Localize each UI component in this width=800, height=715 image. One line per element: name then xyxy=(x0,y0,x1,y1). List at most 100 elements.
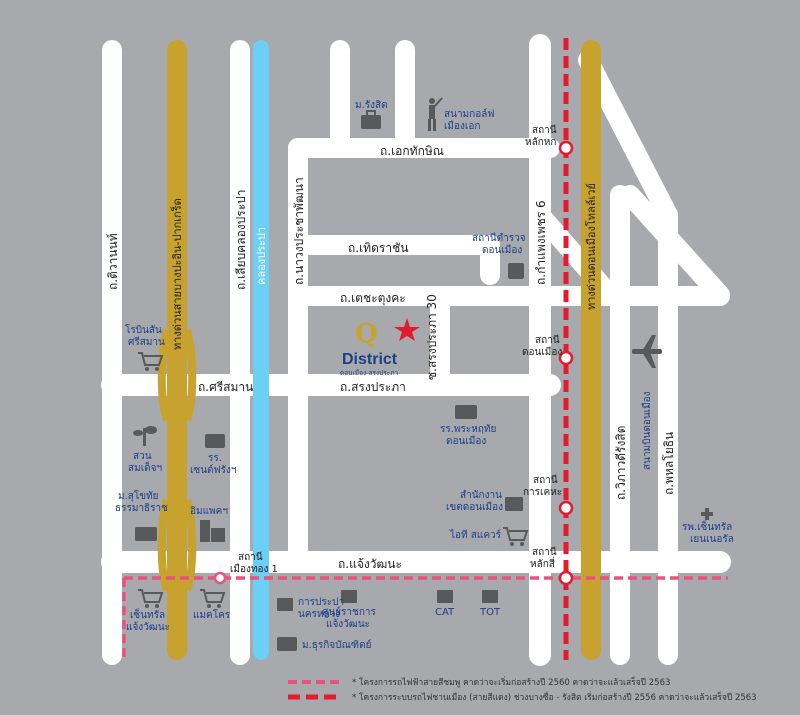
label-liab-khlong: ถ.เลียบคลองประปา xyxy=(234,190,248,291)
logo-letter: Q xyxy=(355,319,378,349)
poi-icons xyxy=(133,97,713,651)
label-station-don-mueang-1: สถานี xyxy=(535,334,560,346)
station-don-mueang xyxy=(558,350,574,366)
it-square-cart-icon xyxy=(503,527,529,546)
station-mueang-thong xyxy=(213,571,227,585)
label-st-francis-1: รร. xyxy=(208,453,222,464)
station-kan-kheha xyxy=(558,500,574,516)
label-dhurakij: ม.ธุรกิจบัณฑิตย์ xyxy=(302,639,371,651)
label-gov-center-1: ศูนย์ราชการ xyxy=(322,606,376,618)
label-gov-center-2: แจ้งวัฒนะ xyxy=(326,618,370,630)
label-station-lak-si-1: สถานี xyxy=(532,546,557,558)
cat-folder-icon xyxy=(437,590,453,603)
building-icon xyxy=(200,520,225,542)
tot-folder-icon xyxy=(482,590,498,603)
label-station-lak-hok-2: หลักหก xyxy=(525,137,556,148)
tree-icon xyxy=(133,426,157,446)
label-park-1: สวน xyxy=(133,451,152,462)
label-sukhothai-1: ม.สุโขทัย xyxy=(118,489,159,502)
label-canal: คลองประปา xyxy=(255,227,268,285)
label-techatungkha: ถ.เตชะตุงคะ xyxy=(340,291,406,306)
label-robinson-2: ศรีสมาน xyxy=(128,336,165,348)
shopping-cart-icon xyxy=(138,352,164,371)
label-tiwanon: ถ.ติวานนท์ xyxy=(106,233,120,290)
label-station-kan-kheha-1: สถานี xyxy=(533,474,558,486)
label-station-mueang-thong-1: สถานี xyxy=(238,551,263,563)
logo-name: District xyxy=(342,351,398,368)
label-it-square: ไอที สแควร์ xyxy=(449,529,502,541)
label-district-office-1: สำนักงาน xyxy=(460,490,502,501)
makro-cart-icon xyxy=(200,589,226,608)
label-chaeng-watthana: ถ.แจ้งวัฒนะ xyxy=(338,557,402,571)
expressway-tollway xyxy=(581,40,601,660)
label-st-francis-2: เซนต์ฟรังฯ xyxy=(190,464,236,476)
station-lak-hok xyxy=(558,140,574,156)
label-water-authority-2: นครหลวง xyxy=(298,609,340,620)
sukhothai-briefcase-icon xyxy=(135,527,157,541)
central-cart-icon xyxy=(138,589,164,608)
label-tot: TOT xyxy=(479,607,501,618)
label-ekthakhin: ถ.เอกทักษิณ xyxy=(380,144,444,158)
label-rangsit-univ: ม.รังสิต xyxy=(355,100,388,111)
label-golf-1: สนามกอล์ฟ xyxy=(444,108,494,120)
label-airport: สนามบินดอนเมือง xyxy=(641,391,653,470)
legend-pink-text: * โครงการรถไฟฟ้าสายสีชมพู คาดว่าจะเริ่มก… xyxy=(352,676,670,688)
briefcase-icon xyxy=(361,115,381,129)
label-vibhavadi: ถ.วิภาวดีรังสิต xyxy=(614,426,628,500)
label-water-authority-1: การประปา xyxy=(298,597,344,608)
station-lak-si xyxy=(558,570,574,586)
label-robinson-1: โรบินสัน xyxy=(125,323,162,336)
label-cat: CAT xyxy=(435,607,455,618)
water-authority-folder-icon xyxy=(277,598,293,611)
label-song-prapa: ถ.สรงประภา xyxy=(340,380,406,394)
canal xyxy=(253,40,269,660)
praharuthai-briefcase-icon xyxy=(455,405,477,419)
label-tollway: ทางด่วนดอนเมืองโทลล์เวย์ xyxy=(584,183,598,310)
golf-icon xyxy=(428,97,443,131)
label-police-2: ดอนเมือง xyxy=(482,244,522,256)
label-praharuthai-2: ดอนเมือง xyxy=(446,435,486,447)
label-soi-30: ซ.สรงประภา 30 xyxy=(425,294,439,380)
label-impact: อิมแพคฯ xyxy=(190,506,228,517)
label-station-lak-hok-1: สถานี xyxy=(532,124,557,136)
airplane-icon xyxy=(632,335,662,368)
label-station-kan-kheha-2: การเคหะ xyxy=(523,487,562,498)
label-thoet-racha: ถ.เทิดราชัน xyxy=(348,241,408,255)
road-diag-1 xyxy=(578,50,678,225)
label-srisaman: ถ.ศรีสมาน xyxy=(198,380,253,394)
label-sukhothai-2: ธรรมาธิราช xyxy=(115,503,168,514)
expressway-ramp-2 xyxy=(183,328,197,422)
label-station-mueang-thong-2: เมืองทอง 1 xyxy=(230,563,278,575)
hospital-cross-icon xyxy=(701,508,713,520)
project-location-star-icon xyxy=(394,318,420,341)
label-praharuthai-1: รร.พระหฤทัย xyxy=(440,424,496,435)
label-central-chaeng-1: เซ็นทรัล xyxy=(130,607,165,621)
label-police-1: สถานีตำรวจ xyxy=(472,232,526,244)
school-briefcase-icon xyxy=(205,434,225,448)
road-network xyxy=(101,34,731,666)
label-central-chaeng-2: แจ้งวัฒนะ xyxy=(126,621,170,633)
folder-icon xyxy=(505,497,523,511)
expressway-west xyxy=(167,40,187,660)
expressway-ramp-3 xyxy=(157,498,171,592)
project-logo: Q District ดอนเมือง-สรงประภา xyxy=(340,319,399,377)
police-icon xyxy=(508,263,524,279)
label-phahonyothin: ถ.พหลโยธิน xyxy=(662,432,676,495)
expressway-ramp-1 xyxy=(157,328,171,422)
label-kamphaeng-phet: ถ.กำแพงเพชร 6 xyxy=(534,200,548,285)
logo-tagline: ดอนเมือง-สรงประภา xyxy=(340,369,399,377)
legend-red-text: * โครงการระบบรถไฟชานเมือง (สายสีแดง) ช่ว… xyxy=(352,691,757,703)
label-nawong: ถ.นาวงประชาพัฒนา xyxy=(292,177,306,285)
label-expressway-west: ทางด่วนสายบางปะอิน-ปากเกร็ด xyxy=(170,198,184,350)
label-central-hospital-2: เยนเนอรัล xyxy=(690,534,734,545)
label-central-hospital-1: รพ.เซ็นทรัล xyxy=(682,519,732,533)
briefcase-handle-icon xyxy=(366,110,376,117)
road-diag-3 xyxy=(620,185,730,305)
label-makro: แมคโคร xyxy=(193,608,231,621)
label-station-don-mueang-2: ดอนเมือง xyxy=(522,346,562,358)
label-district-office-2: เขตดอนเมือง xyxy=(446,501,503,513)
label-golf-2: เมืองเอก xyxy=(444,120,480,132)
gov-center-folder-icon xyxy=(341,590,357,603)
